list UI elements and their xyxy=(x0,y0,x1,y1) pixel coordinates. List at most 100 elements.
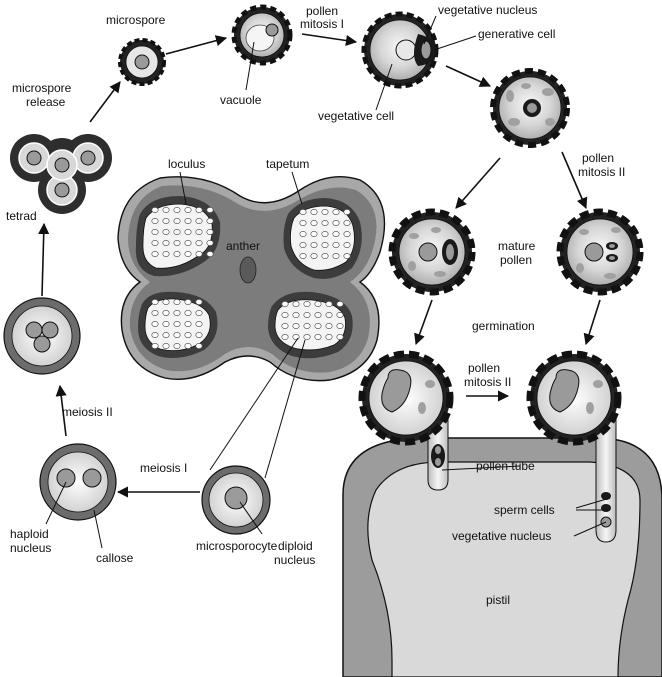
label-anther: anther xyxy=(226,239,260,253)
loculus-cell xyxy=(321,242,329,248)
label-germination: germination xyxy=(472,319,535,333)
arrow-germination-right xyxy=(583,299,601,346)
label-haploid-nucleus-line2: nucleus xyxy=(10,541,51,555)
loculus-cell xyxy=(310,231,318,237)
loculus-cell xyxy=(151,218,159,224)
loculus-cell xyxy=(343,220,351,226)
loculus-cell xyxy=(184,218,192,224)
loculus-cell xyxy=(303,334,311,340)
loculus-cell xyxy=(325,312,333,318)
loculus-cell xyxy=(184,321,192,327)
loculus-cell xyxy=(162,229,170,235)
arrow-to-vacuole xyxy=(165,35,228,55)
label-pollen-mitosis-i-line2: mitosis I xyxy=(300,17,344,31)
loculus-cell xyxy=(173,251,181,257)
loculus-cell xyxy=(336,334,344,340)
label-microspore-release-line1: microspore xyxy=(12,81,72,95)
loculus-cell xyxy=(173,218,181,224)
loculus-cell xyxy=(314,301,322,307)
loculus-cell xyxy=(195,321,203,327)
loculus-cell xyxy=(206,240,214,246)
germinating-pollen xyxy=(358,350,454,491)
loculus-cell xyxy=(162,218,170,224)
loculus-cell xyxy=(195,299,203,305)
vacuolated-microspore xyxy=(231,4,293,66)
loculus-cell xyxy=(184,310,192,316)
loculus-cell xyxy=(184,240,192,246)
anther xyxy=(117,175,386,382)
label-callose: callose xyxy=(96,551,134,565)
mature-pollen-tricellular xyxy=(556,208,644,296)
loculus-cell xyxy=(206,251,214,257)
loculus-cell xyxy=(310,242,318,248)
loculus-cell xyxy=(321,220,329,226)
arrow-germination-left xyxy=(414,299,433,346)
loculus-cell xyxy=(151,240,159,246)
arrow-microspore-release xyxy=(89,81,121,123)
bicellular-pollen xyxy=(361,11,439,89)
arrow-pollen-mitosis-i xyxy=(301,33,358,47)
loculus-cell xyxy=(151,207,159,213)
arrow-to-tetrad xyxy=(38,222,50,297)
microsporocyte xyxy=(201,465,271,535)
loculus-cell xyxy=(343,242,351,248)
loculus-cell xyxy=(173,299,181,305)
loculus-cell xyxy=(303,323,311,329)
loculus-cell xyxy=(162,332,170,338)
loculus-cell xyxy=(195,207,203,213)
loculus-cell xyxy=(162,251,170,257)
loculus-cell xyxy=(321,253,329,259)
loculus-cell xyxy=(292,323,300,329)
label-microsporocyte: microsporocyte xyxy=(196,539,278,553)
loculus-cell xyxy=(332,242,340,248)
loculus-cell xyxy=(173,343,181,349)
loculus-cell xyxy=(310,220,318,226)
loculus-cell xyxy=(151,299,159,305)
loculus-cell xyxy=(310,209,318,215)
loculus-cell xyxy=(332,209,340,215)
label-vegetative-nucleus-bottom: vegetative nucleus xyxy=(452,529,551,543)
label-diploid-nucleus-line2: nucleus xyxy=(274,553,315,567)
loculus-cell xyxy=(195,229,203,235)
loculus-cell xyxy=(303,312,311,318)
loculus-cell xyxy=(195,240,203,246)
loculus-cell xyxy=(151,321,159,327)
pistil xyxy=(342,437,662,677)
loculus-cell xyxy=(336,323,344,329)
loculus-cell xyxy=(162,207,170,213)
loculus-cell xyxy=(314,334,322,340)
loculus-cell xyxy=(206,207,214,213)
label-tapetum: tapetum xyxy=(266,157,309,171)
loculus-cell xyxy=(151,251,159,257)
loculus-cell xyxy=(299,220,307,226)
loculus-cell xyxy=(184,332,192,338)
leader-lines xyxy=(45,15,611,549)
loculus-cell xyxy=(281,334,289,340)
loculus-cell xyxy=(162,310,170,316)
label-microspore-release-line2: release xyxy=(26,95,66,109)
label-microspore: microspore xyxy=(106,13,166,27)
loculus-cell xyxy=(299,253,307,259)
loculus-cell xyxy=(206,229,214,235)
loculus-cell xyxy=(151,310,159,316)
label-pollen-mitosis-ii-bottom-line2: mitosis II xyxy=(464,375,511,389)
loculus-cell xyxy=(336,301,344,307)
arrow-meiosis-ii xyxy=(55,384,67,437)
label-pollen-mitosis-i-line1: pollen xyxy=(306,4,338,18)
label-pollen-tube: pollen tube xyxy=(476,459,535,473)
loculus-cell xyxy=(332,253,340,259)
arrow-to-bicellular-mature xyxy=(455,157,501,209)
arrow-pollen-mitosis-ii xyxy=(561,151,588,210)
loculus-cell xyxy=(195,332,203,338)
loculus-cell xyxy=(195,310,203,316)
label-loculus: loculus xyxy=(168,157,205,171)
loculus-cell xyxy=(321,231,329,237)
loculus-cell xyxy=(343,231,351,237)
loculus-cell xyxy=(281,323,289,329)
loculus-cell xyxy=(162,299,170,305)
loculus-cell xyxy=(162,343,170,349)
loculus-cell xyxy=(314,323,322,329)
loculus-cell xyxy=(151,229,159,235)
dyad xyxy=(39,443,117,521)
arrow-to-maturing xyxy=(445,65,492,87)
